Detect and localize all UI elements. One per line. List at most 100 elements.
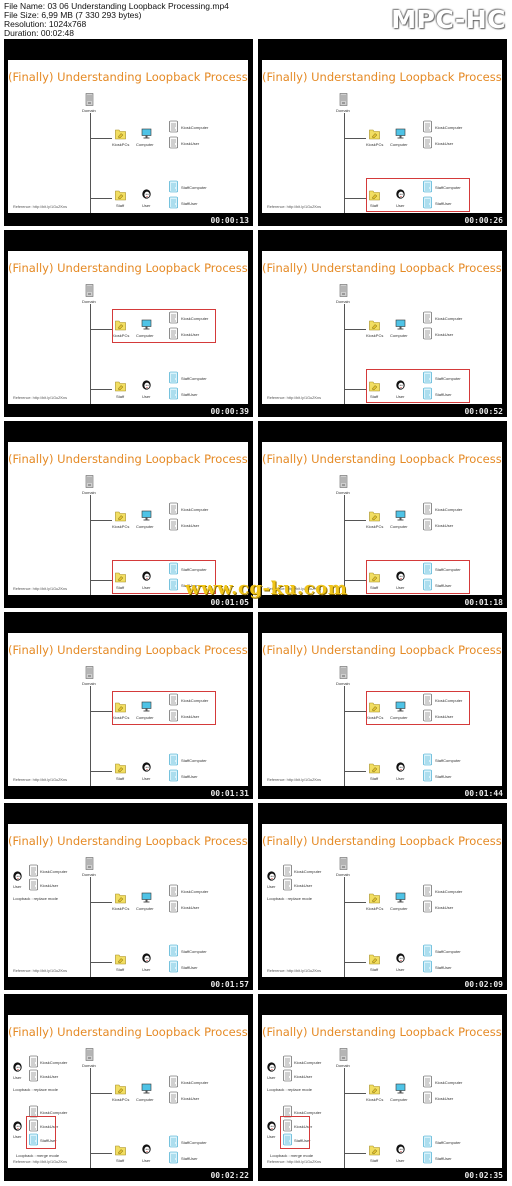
loopback-replace-label: Loopback : replace mode — [267, 1087, 312, 1092]
staff-label: Staff — [116, 203, 125, 208]
loopback-replace-label: Loopback : replace mode — [13, 1087, 58, 1092]
tree-connector — [90, 304, 91, 404]
video-thumbnail[interactable]: (Finally) Understanding Loopback Process… — [258, 612, 507, 799]
video-thumbnail[interactable]: (Finally) Understanding Loopback Process… — [4, 39, 253, 226]
reference-link: Reference: http://bit.ly/1GuZKns — [267, 396, 322, 400]
staffuser-gpo-icon — [422, 387, 433, 400]
computer-label: Computer — [390, 333, 408, 338]
reference-link: Reference: http://bit.ly/1GuZKns — [13, 1160, 68, 1164]
video-thumbnail[interactable]: (Finally) Understanding Loopback Process… — [4, 612, 253, 799]
tree-connector — [344, 1068, 345, 1168]
tree-connector — [344, 771, 366, 772]
tree-connector — [90, 329, 112, 330]
kiosk-highlight-box — [112, 691, 216, 725]
tree-connector — [90, 962, 112, 963]
video-thumbnail[interactable]: (Finally) Understanding Loopback Process… — [4, 803, 253, 990]
tree-connector — [90, 1153, 112, 1154]
tree-connector — [344, 304, 345, 404]
kioskuser-label: KioskUser — [181, 523, 200, 528]
merge-user-icon — [12, 1120, 23, 1133]
merge-kioskcomputer-icon — [28, 1105, 39, 1118]
video-thumbnail[interactable]: (Finally) Understanding Loopback Process… — [258, 994, 507, 1181]
tree-connector — [90, 711, 112, 712]
loopback-kioskuser-label: KioskUser — [294, 883, 313, 888]
video-thumbnail[interactable]: (Finally) Understanding Loopback Process… — [4, 421, 253, 608]
kioskpcs-label: KioskPCs — [112, 1097, 130, 1102]
slide-frame: (Finally) Understanding Loopback Process… — [8, 824, 248, 977]
kioskuser-gpo-icon — [168, 900, 179, 913]
tree-connector — [90, 1068, 91, 1168]
merge-staffuser-icon — [282, 1133, 293, 1146]
video-thumbnail[interactable]: (Finally) Understanding Loopback Process… — [258, 230, 507, 417]
domain-label: Domain — [82, 681, 96, 686]
kioskcomputer-gpo-icon — [168, 1075, 179, 1088]
kioskuser-gpo-icon — [422, 709, 433, 722]
tree-connector — [90, 1093, 112, 1094]
slide-title: (Finally) Understanding Loopback Process… — [8, 834, 248, 848]
computer-label: Computer — [136, 715, 154, 720]
slide-frame: (Finally) Understanding Loopback Process… — [8, 60, 248, 213]
computer-icon — [141, 700, 152, 713]
user-avatar-icon — [395, 570, 406, 583]
staffuser-label: StaffUser — [181, 774, 198, 779]
staffuser-label: StaffUser — [435, 583, 452, 588]
reference-link: Reference: http://bit.ly/1GuZKns — [267, 778, 322, 782]
reference-link: Reference: http://bit.ly/1GuZKns — [13, 587, 68, 591]
watermark: www.cg-ku.com — [185, 578, 348, 599]
reference-link: Reference: http://bit.ly/1GuZKns — [267, 969, 322, 973]
kioskpcs-folder-icon — [115, 509, 126, 522]
slide-frame: (Finally) Understanding Loopback Process… — [8, 633, 248, 786]
domain-server-icon — [84, 475, 95, 488]
loopback-user-icon — [266, 870, 277, 883]
file-size: File Size: 6,99 MB (7 330 293 bytes) — [4, 10, 142, 20]
kioskcomputer-gpo-icon — [422, 693, 433, 706]
staff-label: Staff — [370, 776, 379, 781]
kioskpcs-label: KioskPCs — [366, 715, 384, 720]
kioskuser-label: KioskUser — [435, 332, 454, 337]
kioskuser-label: KioskUser — [181, 332, 200, 337]
tree-connector — [344, 686, 345, 786]
staffcomputer-label: StaffComputer — [181, 185, 207, 190]
staff-label: Staff — [116, 585, 125, 590]
staffcomputer-gpo-icon — [422, 753, 433, 766]
staff-label: Staff — [116, 394, 125, 399]
computer-icon — [141, 891, 152, 904]
video-thumbnail[interactable]: (Finally) Understanding Loopback Process… — [258, 421, 507, 608]
kioskuser-gpo-icon — [168, 136, 179, 149]
staffuser-label: StaffUser — [181, 965, 198, 970]
user-label: User — [142, 776, 151, 781]
tree-connector — [90, 113, 91, 213]
domain-label: Domain — [336, 872, 350, 877]
user-avatar-icon — [395, 761, 406, 774]
video-thumbnail[interactable]: (Finally) Understanding Loopback Process… — [4, 230, 253, 417]
loopback-kioskuser-label: KioskUser — [40, 883, 59, 888]
domain-label: Domain — [82, 1063, 96, 1068]
staffcomputer-label: StaffComputer — [181, 758, 207, 763]
user-label: User — [142, 203, 151, 208]
kioskcomputer-label: KioskComputer — [435, 1080, 463, 1085]
kioskcomputer-label: KioskComputer — [181, 698, 209, 703]
kioskpcs-label: KioskPCs — [366, 142, 384, 147]
timestamp: 00:01:31 — [210, 789, 249, 798]
slide-title: (Finally) Understanding Loopback Process… — [262, 1025, 502, 1039]
staff-highlight-box — [366, 369, 470, 403]
kioskpcs-label: KioskPCs — [112, 715, 130, 720]
file-name: File Name: 03 06 Understanding Loopback … — [4, 1, 229, 11]
user-label: User — [142, 1158, 151, 1163]
computer-label: Computer — [136, 524, 154, 529]
merge-user-label: User — [13, 1134, 22, 1139]
domain-server-icon — [84, 284, 95, 297]
tree-connector — [344, 1153, 366, 1154]
video-thumbnail[interactable]: (Finally) Understanding Loopback Process… — [258, 39, 507, 226]
staffuser-label: StaffUser — [181, 392, 198, 397]
kioskuser-label: KioskUser — [181, 141, 200, 146]
domain-label: Domain — [82, 299, 96, 304]
video-thumbnail[interactable]: (Finally) Understanding Loopback Process… — [4, 994, 253, 1181]
video-thumbnail[interactable]: (Finally) Understanding Loopback Process… — [258, 803, 507, 990]
computer-label: Computer — [136, 142, 154, 147]
staff-highlight-box — [366, 178, 470, 212]
staffuser-gpo-icon — [168, 1151, 179, 1164]
staffcomputer-label: StaffComputer — [435, 376, 461, 381]
loopback-user-icon — [12, 870, 23, 883]
slide-frame: (Finally) Understanding Loopback Process… — [262, 442, 502, 595]
